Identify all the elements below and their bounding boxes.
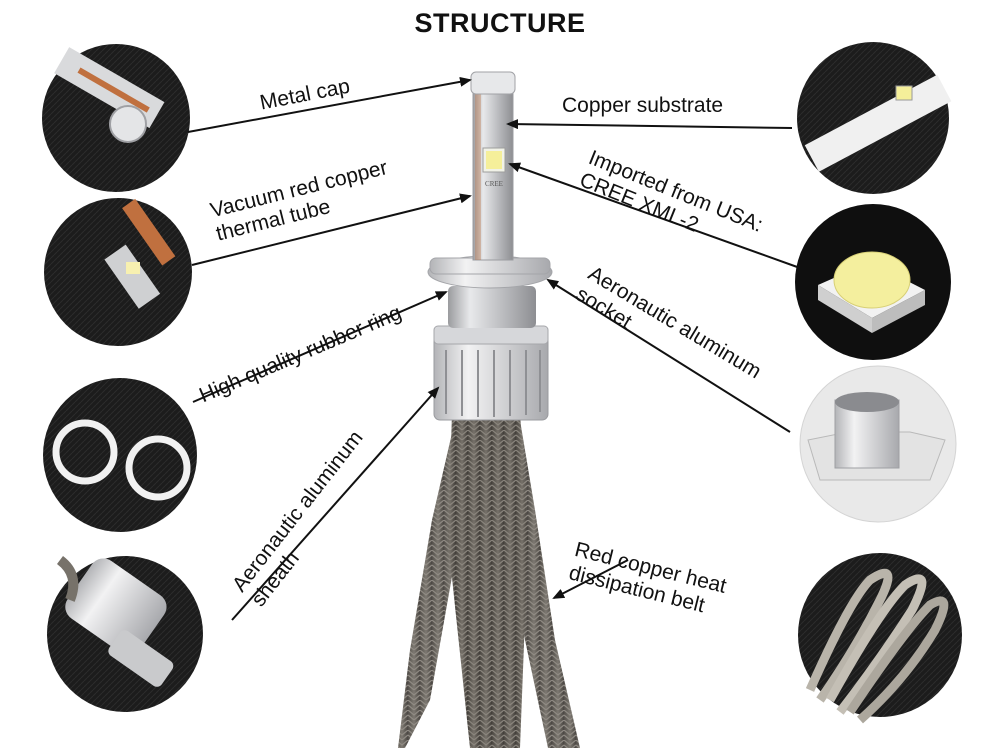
arrow-vacuum-tube <box>191 193 472 266</box>
copper-substrate-photo <box>797 42 952 194</box>
arrow-rubber-ring <box>192 291 448 403</box>
arrow-cree-chip <box>508 162 801 269</box>
chip-marking: CREE <box>485 180 503 188</box>
pointer-arrows <box>187 76 801 621</box>
braid-belt-photo <box>798 553 962 724</box>
arrow-copper-substrate <box>506 119 793 130</box>
led-chip-photo <box>795 204 951 360</box>
braid-belt-right <box>492 420 580 748</box>
metal-cap <box>470 71 516 95</box>
copper-tube-photo <box>44 198 192 346</box>
arrow-metal-cap <box>187 76 472 133</box>
thermal-tube <box>472 87 514 261</box>
socket-photo <box>799 365 957 523</box>
metal-cap-photo <box>42 44 190 192</box>
sheath-photo <box>47 556 203 712</box>
label-copper-substrate: Copper substrate <box>562 94 724 117</box>
braid-belt-left <box>398 420 482 748</box>
rubber-rings-photo <box>43 378 197 532</box>
page-title: STRUCTURE <box>414 8 586 38</box>
arrow-sheath <box>231 386 440 621</box>
arrow-socket <box>546 278 791 433</box>
arrow-belt <box>552 559 629 599</box>
collar <box>448 286 536 328</box>
led-bulb: CREE <box>398 71 580 748</box>
